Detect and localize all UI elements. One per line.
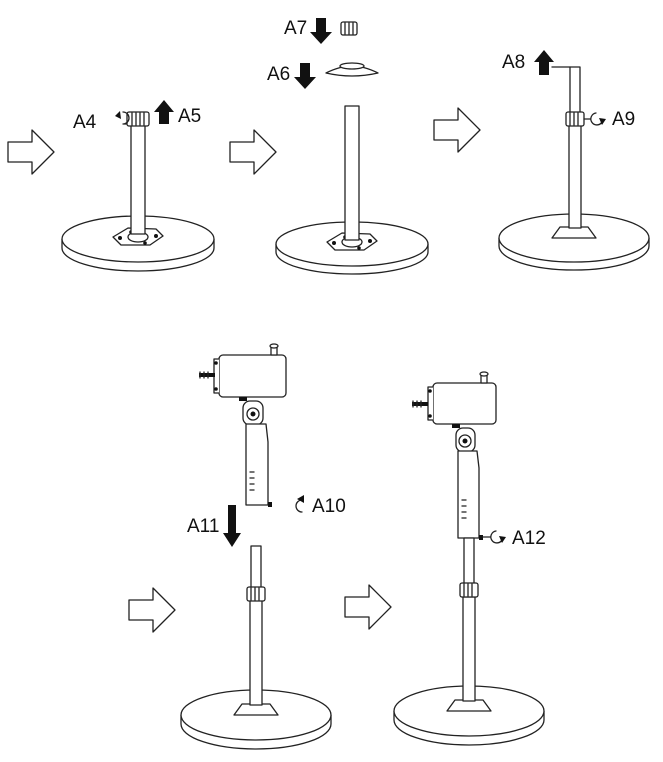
step-5: A12 — [344, 371, 546, 746]
label-a9: A9 — [612, 109, 635, 130]
label-a6: A6 — [267, 64, 290, 85]
step-2: A7 A6 — [229, 18, 429, 275]
step-arrow-3-icon — [433, 107, 481, 153]
label-a4: A4 — [73, 112, 97, 133]
lower-pole — [130, 123, 146, 235]
upper-pole — [250, 545, 262, 589]
down-arrow-icon — [223, 505, 241, 547]
step-1: A4 A5 — [7, 100, 215, 272]
step-arrow-2-icon — [229, 129, 277, 175]
tension-knob — [126, 111, 150, 127]
lower-pole — [462, 596, 476, 702]
label-a11: A11 — [187, 516, 219, 537]
small-knob — [340, 21, 358, 36]
light-fixture-head — [199, 343, 287, 398]
step-arrow-1-icon — [7, 129, 55, 175]
step-arrow-4-icon — [128, 587, 176, 633]
lower-pole — [249, 599, 263, 706]
label-a12: A12 — [512, 528, 546, 549]
tilt-knuckle — [239, 397, 264, 426]
rotate-ccw-icon — [115, 111, 130, 125]
label-a7: A7 — [284, 18, 307, 39]
base-plate — [393, 685, 545, 746]
down-arrow-icon — [294, 63, 316, 89]
upper-pole — [569, 66, 581, 114]
base-plate — [180, 689, 332, 750]
base-plate — [498, 213, 650, 271]
label-a5: A5 — [178, 106, 201, 127]
rotate-cw-icon — [482, 530, 506, 544]
up-arrow-icon — [154, 100, 174, 124]
step-3: A8 A9 — [433, 50, 650, 271]
down-arrow-icon — [310, 18, 332, 44]
step-4: A10 A11 — [128, 343, 346, 750]
light-fixture-head — [412, 371, 497, 425]
height-lock-knob — [459, 582, 479, 598]
rotate-ccw-icon — [295, 495, 304, 513]
upper-pole — [463, 537, 475, 585]
slip-fitter — [457, 450, 483, 540]
cover-plate — [325, 62, 379, 77]
step-arrow-5-icon — [344, 584, 392, 630]
height-lock-knob — [565, 111, 585, 127]
lower-pole — [344, 105, 360, 241]
base-plate — [275, 221, 429, 275]
slip-fitter — [245, 423, 272, 507]
tilt-knuckle — [452, 424, 476, 453]
label-a10: A10 — [312, 496, 346, 517]
label-a8: A8 — [502, 52, 525, 73]
rotate-cw-icon — [583, 112, 606, 126]
height-lock-knob — [246, 586, 266, 602]
lower-pole — [568, 124, 582, 229]
up-arrow-icon — [534, 50, 554, 75]
